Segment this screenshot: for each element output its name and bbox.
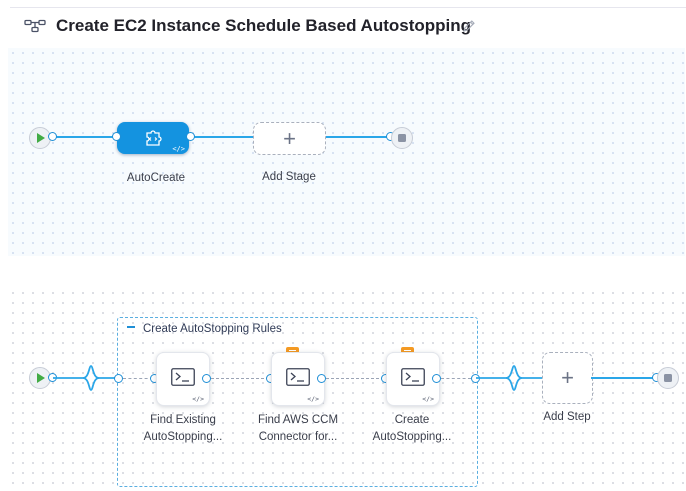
connector-port [48,132,57,141]
code-icon: </> [172,145,185,153]
custom-stage-icon [144,130,162,151]
play-icon [37,133,45,143]
connector-port [317,374,326,383]
step-label-line1: Find AWS CCM [257,414,339,426]
step-connector [591,377,655,379]
minus-icon[interactable] [127,325,135,328]
pipeline-icon [24,19,46,38]
step-label: Find Existing AutoStopping... [128,412,238,446]
header-divider [10,7,686,8]
step-label-line1: Create [394,414,430,426]
group-entry-connector [53,365,115,391]
terminal-icon [286,368,310,391]
add-stage-label: Add Stage [262,171,316,183]
stage-canvas[interactable] [8,48,685,256]
play-icon [37,373,45,383]
step-label-line2: Connector for... [258,431,338,443]
stage-node-autocreate[interactable]: </> [117,122,189,154]
stage-connector [190,136,253,138]
step-node[interactable]: </> [156,352,210,406]
connector-port [432,374,441,383]
pipeline-header: Create EC2 Instance Schedule Based Autos… [0,0,686,50]
step-group-header[interactable]: Create AutoStopping Rules [127,323,282,335]
step-connector [441,378,471,379]
step-node[interactable]: </> [271,352,325,406]
step-label: Create AutoStopping... [357,412,467,446]
group-exit-connector [476,365,542,391]
plus-icon: + [283,126,296,151]
terminal-icon [171,368,195,391]
step-canvas[interactable] [8,288,685,491]
terminal-icon [401,368,425,391]
step-group-title: Create AutoStopping Rules [143,323,282,335]
connector-port [202,374,211,383]
code-icon: </> [307,395,319,403]
pencil-icon[interactable] [462,19,476,38]
code-icon: </> [422,395,434,403]
stop-icon [664,374,672,382]
stage-label: AutoCreate [126,172,186,184]
step-node[interactable]: </> [386,352,440,406]
step-label-line2: AutoStopping... [143,431,223,443]
add-step-label: Add Step [543,411,591,423]
step-connector [326,378,384,379]
stage-connector [53,136,118,138]
stage-end-node [657,367,679,389]
step-connector [211,378,269,379]
page-title: Create EC2 Instance Schedule Based Autos… [56,16,472,35]
stage-connector [325,136,389,138]
connector-port [114,374,123,383]
plus-icon: + [561,365,574,390]
add-stage-button[interactable]: + [253,122,326,155]
connector-port [186,132,195,141]
step-label-line2: AutoStopping... [372,431,452,443]
stop-icon [398,134,406,142]
step-label: Find AWS CCM Connector for... [243,412,353,446]
code-icon: </> [192,395,204,403]
step-group-container[interactable] [117,317,478,487]
connector-port [112,132,121,141]
add-step-button[interactable]: + [542,352,593,404]
step-label-line1: Find Existing [150,414,216,426]
pipeline-end-node [391,127,413,149]
step-connector [123,378,153,379]
